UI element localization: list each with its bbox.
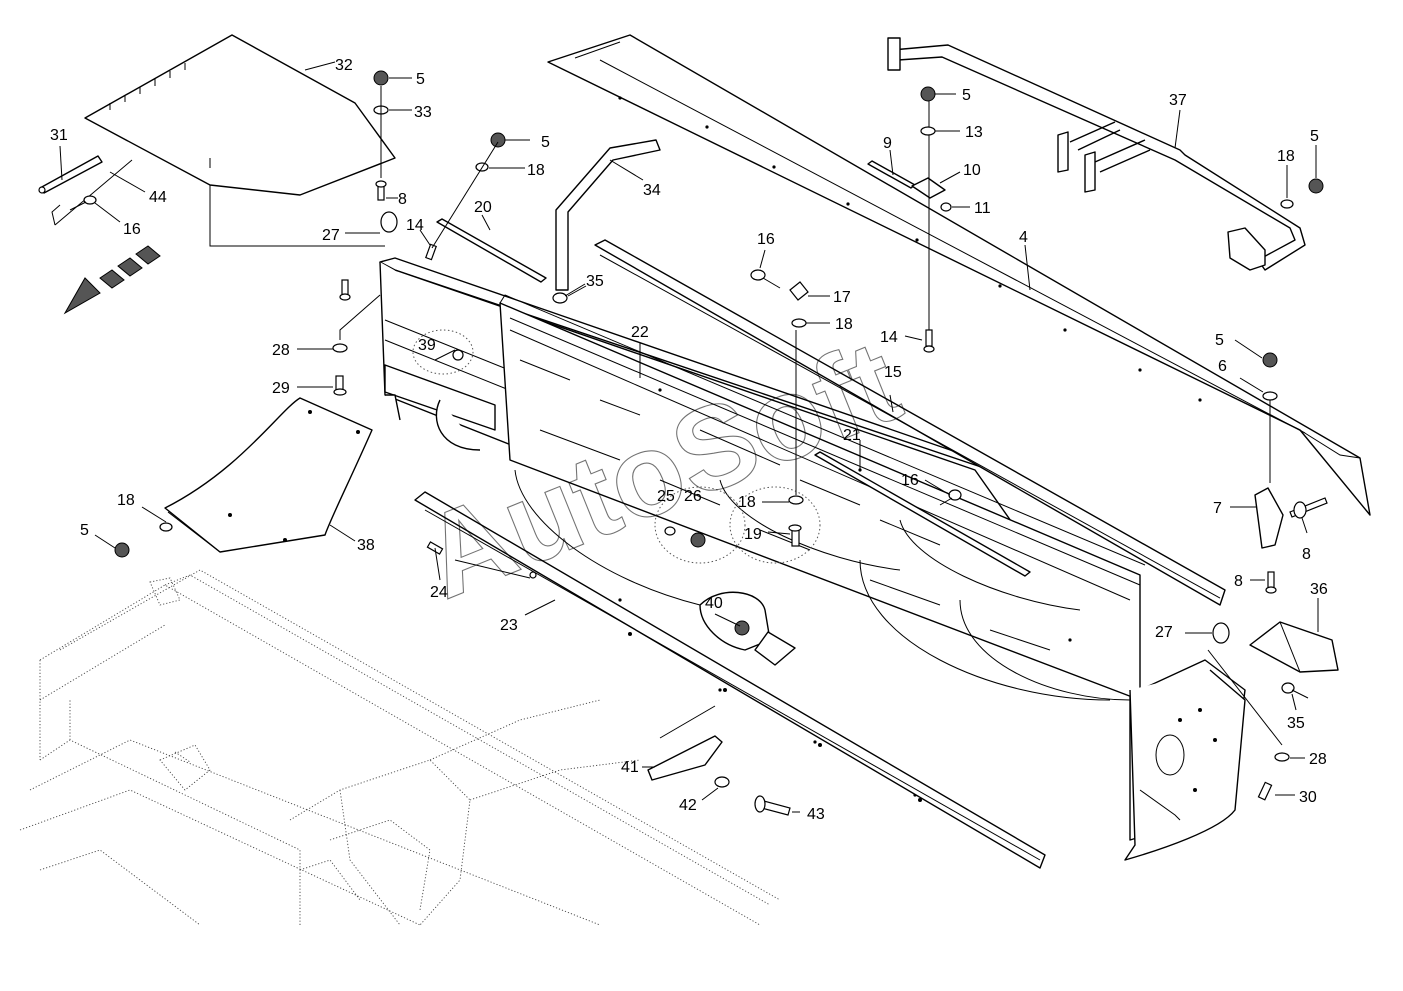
callout-37: 37 <box>1169 92 1187 109</box>
part-21-rod <box>814 451 1031 577</box>
callout-9: 9 <box>883 135 892 152</box>
callout-16: 16 <box>123 221 141 238</box>
callout-5: 5 <box>80 522 89 539</box>
part-39-pin <box>434 349 456 361</box>
callout-39: 39 <box>418 337 436 354</box>
callout-28: 28 <box>272 342 290 359</box>
callout-27: 27 <box>322 227 340 244</box>
callout-8: 8 <box>398 191 407 208</box>
callout-4: 4 <box>1019 229 1028 246</box>
part-38-shield <box>164 397 373 553</box>
callout-17: 17 <box>833 289 851 306</box>
part-44-pin <box>51 159 133 226</box>
callout-40: 40 <box>705 595 723 612</box>
part-23-sickle-bar <box>414 491 1046 869</box>
callout-18: 18 <box>117 492 135 509</box>
part-31-rod <box>38 155 103 194</box>
callout-36: 36 <box>1310 581 1328 598</box>
callout-43: 43 <box>807 806 825 823</box>
callout-21: 21 <box>843 427 861 444</box>
callout-5: 5 <box>962 87 971 104</box>
callout-5: 5 <box>1310 128 1319 145</box>
part-34-bracket <box>555 139 661 291</box>
part-7-bracket <box>1254 487 1284 549</box>
callout-20: 20 <box>474 199 492 216</box>
callout-18: 18 <box>835 316 853 333</box>
detail-25-26-outline <box>654 486 746 564</box>
direction-arrow-icon <box>63 245 161 315</box>
callout-22: 22 <box>631 324 649 341</box>
callout-42: 42 <box>679 797 697 814</box>
callout-31: 31 <box>50 127 68 144</box>
callout-25: 25 <box>657 488 675 505</box>
callout-27: 27 <box>1155 624 1173 641</box>
callout-5: 5 <box>1215 332 1224 349</box>
hardware <box>114 70 1328 816</box>
callout-32: 32 <box>335 57 353 74</box>
part-40-plate <box>699 591 796 666</box>
callout-14: 14 <box>406 217 424 234</box>
callout-24: 24 <box>430 584 448 601</box>
callout-8: 8 <box>1234 573 1243 590</box>
callout-18: 18 <box>738 494 756 511</box>
callout-16: 16 <box>901 472 919 489</box>
callout-34: 34 <box>643 182 661 199</box>
part-15-pin <box>889 394 894 413</box>
callout-23: 23 <box>500 617 518 634</box>
callout-19: 19 <box>744 526 762 543</box>
part-32-cover-panel <box>84 34 396 247</box>
callout-5: 5 <box>541 134 550 151</box>
callout-35: 35 <box>1287 715 1305 732</box>
part-36-deflector <box>1249 621 1339 673</box>
callout-7: 7 <box>1213 500 1222 517</box>
part-41-bracket <box>647 705 723 781</box>
callout-13: 13 <box>965 124 983 141</box>
callout-14: 14 <box>880 329 898 346</box>
background-combine-header <box>19 569 781 926</box>
callout-33: 33 <box>414 104 432 121</box>
part-20-strip <box>436 218 547 283</box>
part-11-nut <box>940 202 952 212</box>
callout-38: 38 <box>357 537 375 554</box>
callout-5: 5 <box>416 71 425 88</box>
header-frame <box>379 96 1246 861</box>
part-16-lynch-pin-left <box>69 195 97 211</box>
callout-28: 28 <box>1309 751 1327 768</box>
callout-labels: 32 5 33 31 44 16 8 27 14 5 18 20 34 35 2… <box>50 57 1328 823</box>
callout-8: 8 <box>1302 546 1311 563</box>
callout-16: 16 <box>757 231 775 248</box>
callout-26: 26 <box>684 488 702 505</box>
callout-6: 6 <box>1218 358 1227 375</box>
callout-15: 15 <box>884 364 902 381</box>
callout-11: 11 <box>974 200 991 217</box>
callout-30: 30 <box>1299 789 1317 806</box>
detail-19-outline <box>729 486 821 564</box>
callout-18: 18 <box>527 162 545 179</box>
callout-44: 44 <box>149 189 167 206</box>
part-37-frame-tube <box>887 37 1306 271</box>
detail-39-outline <box>412 329 474 375</box>
callout-41: 41 <box>621 759 639 776</box>
callout-leaders <box>59 61 1319 813</box>
callout-10: 10 <box>963 162 981 179</box>
part-4-top-cover <box>547 34 1371 516</box>
callout-18: 18 <box>1277 148 1295 165</box>
callout-35: 35 <box>586 273 604 290</box>
part-22-rail <box>594 239 1226 606</box>
callout-29: 29 <box>272 380 290 397</box>
